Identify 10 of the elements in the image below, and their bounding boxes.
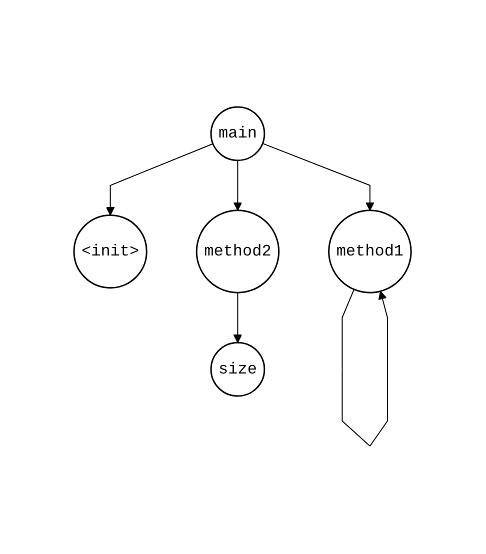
node-circle: main: [210, 106, 266, 162]
arrow: [234, 160, 243, 212]
node-circle: method2: [196, 210, 280, 294]
arrow: [262, 143, 375, 212]
node-circle: method1: [328, 210, 412, 294]
node-circle: size: [210, 342, 266, 398]
node-circle: <init>: [74, 214, 148, 289]
arrow: [234, 292, 243, 344]
arrow: [106, 144, 214, 216]
arrow: [342, 289, 388, 447]
